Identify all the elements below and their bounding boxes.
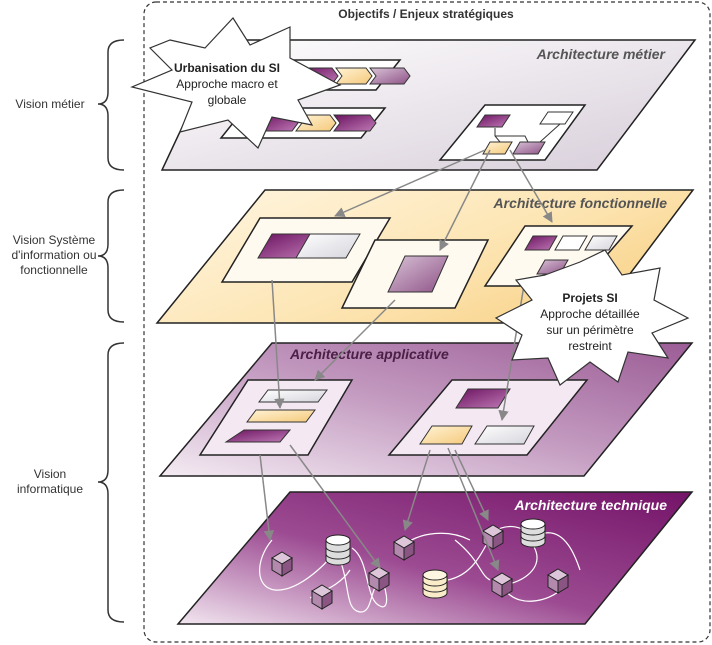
callout-projets-line-1: Approche détaillée: [540, 307, 640, 321]
callout-urbanisation-title: Urbanisation du SI: [174, 61, 280, 75]
callout-urbanisation: Urbanisation du SI Approche macro et glo…: [130, 17, 342, 150]
vision-braces: [97, 39, 125, 623]
vision-label-si: Vision Système d'information ou fonction…: [0, 233, 108, 278]
callout-projets-line-2: sur un périmètre: [546, 323, 634, 337]
appli-block-2: [387, 379, 589, 456]
database-icon-1: [325, 534, 351, 566]
brace-info: [97, 342, 125, 623]
vision-label-info: Vision informatique: [0, 467, 100, 497]
callout-projets-title: Projets SI: [562, 291, 617, 305]
frame-title: Objectifs / Enjeux stratégiques: [338, 7, 514, 21]
database-icon-3: [520, 518, 546, 548]
layer-technique: Architecture technique: [176, 491, 694, 625]
strategic-frame: [143, 1, 711, 643]
database-icon-2: [422, 569, 448, 599]
vision-metier-text: Vision métier: [15, 97, 85, 111]
org-structure: [438, 104, 587, 161]
brace-metier: [97, 39, 125, 171]
brace-si: [97, 189, 125, 323]
fonc-block-3: [483, 225, 634, 287]
fonc-block-1: [220, 217, 392, 283]
fonc-block-2: [340, 239, 490, 309]
callout-urbanisation-line-1: Approche macro et: [176, 77, 278, 91]
layer-title-technique: Architecture technique: [514, 497, 668, 513]
vision-si-line-1: Vision Système: [12, 233, 96, 247]
vision-si-line-3: fonctionnelle: [20, 263, 88, 277]
appli-block-1: [198, 379, 354, 456]
vision-si-line-2: d'information ou: [11, 248, 97, 262]
vision-label-metier: Vision métier: [0, 97, 100, 112]
vision-info-line-1: Vision: [33, 467, 67, 481]
mapping-arrows: [259, 149, 553, 571]
layer-title-fonctionnelle: Architecture fonctionnelle: [493, 195, 668, 211]
callout-urbanisation-line-2: globale: [208, 93, 247, 107]
layer-title-applicative: Architecture applicative: [289, 346, 449, 362]
callout-projets-line-3: restreint: [568, 339, 612, 353]
vision-info-line-2: informatique: [16, 482, 84, 496]
layer-title-metier: Architecture métier: [536, 46, 667, 62]
callout-projets: Projets SI Approche détaillée sur un pér…: [494, 249, 690, 386]
plane-technique: [176, 491, 694, 625]
